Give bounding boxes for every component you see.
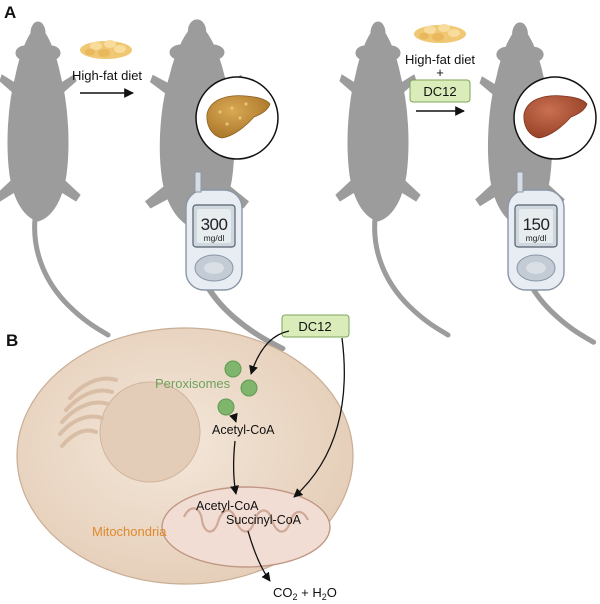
arrow-succinyl-coa-to-products	[247, 530, 271, 582]
arrow-dc12-to-mitochondrion	[293, 337, 345, 498]
glucometer-right: 150 mg/dl	[507, 171, 565, 291]
mitochondria-label: Mitochondria	[92, 524, 167, 539]
peroxisomes-label: Peroxisomes	[155, 376, 231, 391]
products-label: CO2 + H2O	[273, 585, 337, 602]
peroxisomes	[217, 360, 258, 416]
fatty-liver-icon	[195, 76, 279, 160]
panel-a-letter: A	[4, 3, 16, 22]
mouse-left-obese	[146, 20, 283, 349]
right-plus-sign: +	[436, 65, 444, 80]
fat-pellets-right-icon	[414, 24, 466, 43]
mouse-right-control	[336, 22, 448, 335]
mitochondrion	[161, 486, 331, 568]
cytosol-acetyl-coa-label: Acetyl-CoA	[212, 423, 275, 437]
fat-pellets-left-icon	[80, 40, 132, 59]
panel-b-drug-label: DC12	[298, 319, 331, 334]
pathway-arrows	[229, 330, 345, 582]
right-diet-label: High-fat diet	[405, 52, 475, 67]
arrow-acetyl-coa-to-mitochondrion	[230, 440, 239, 495]
peroxisome-1	[224, 360, 242, 378]
right-drug-box	[409, 79, 471, 103]
arrow-peroxisomes-to-acetyl-coa	[229, 412, 238, 423]
mito-acetyl-coa-label: Acetyl-CoA	[196, 499, 259, 513]
peroxisome-2	[240, 379, 258, 397]
right-glucose-unit: mg/dl	[526, 233, 547, 243]
left-glucose-value: 300	[201, 215, 228, 234]
panel-b-letter: B	[6, 331, 18, 350]
golgi-apparatus	[58, 376, 118, 448]
right-glucose-value: 150	[523, 215, 550, 234]
succinyl-coa-label: Succinyl-CoA	[226, 513, 302, 527]
right-drug-label: DC12	[423, 84, 456, 99]
mouse-right-treated	[476, 23, 594, 342]
healthy-liver-icon	[513, 76, 597, 160]
left-diet-label: High-fat diet	[72, 68, 142, 83]
nucleus	[99, 381, 201, 483]
left-glucose-unit: mg/dl	[204, 233, 225, 243]
arrow-dc12-to-peroxisomes	[249, 330, 290, 375]
panel-b-drug-box	[281, 314, 350, 338]
peroxisome-3	[217, 398, 235, 416]
glucometer-left: 300 mg/dl	[185, 171, 243, 291]
